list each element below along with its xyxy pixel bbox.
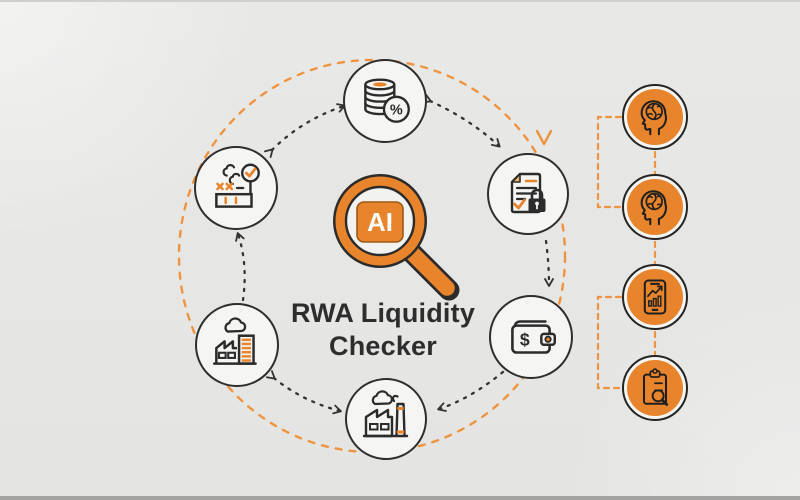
- head-brain-icon: [640, 190, 668, 226]
- factory-chimney-icon: [362, 390, 409, 438]
- side-node-mobile-analytics: [622, 264, 688, 330]
- ring-node-yield: %: [343, 59, 427, 143]
- factory-building-icon: [213, 317, 257, 365]
- ring-arrows: [235, 93, 554, 415]
- secure-document-lock-icon: [510, 172, 546, 214]
- orange-disc: [627, 360, 683, 416]
- phone-analytics-icon: [643, 279, 667, 315]
- diagram-title: RWA Liquidity Checker: [233, 297, 533, 363]
- orange-disc: [627, 89, 683, 145]
- ai-label: AI: [367, 207, 393, 237]
- title-line-2: Checker: [329, 331, 437, 361]
- factory-inspection-check-icon: [215, 163, 260, 208]
- title-line-1: RWA Liquidity: [290, 298, 476, 328]
- arrow-topleft-top: [264, 103, 346, 158]
- side-node-cognition-2: [622, 174, 688, 240]
- coin-stack-percent-icon: %: [364, 78, 410, 123]
- side-bracket-bottom: [596, 295, 623, 390]
- ring-node-factory: [345, 378, 427, 460]
- orange-disc: [627, 179, 683, 235]
- orange-disc: [627, 269, 683, 325]
- head-brain-icon: [640, 100, 668, 136]
- side-node-cognition-1: [622, 84, 688, 150]
- ring-node-secure-document: [487, 153, 569, 235]
- ring-node-building: [195, 303, 279, 387]
- bottom-edge-strip: [0, 496, 800, 500]
- dollar-glyph: $: [520, 329, 530, 349]
- ring-node-wallet: $: [489, 295, 573, 379]
- clipboard-audit-magnifier-icon: [642, 368, 669, 406]
- wallet-dollar-icon: $: [511, 320, 557, 354]
- side-node-audit-report: [622, 355, 688, 421]
- percent-glyph: %: [390, 102, 403, 118]
- side-bracket-top: [596, 115, 623, 209]
- ring-node-inspection: [194, 146, 278, 230]
- top-edge-strip: [0, 0, 800, 2]
- outer-loop-arrowhead-icon: [535, 129, 553, 146]
- side-connectors: [596, 115, 657, 390]
- arrow-top-topright: [421, 93, 501, 148]
- arrow-bottom-bottomleft: [265, 370, 342, 415]
